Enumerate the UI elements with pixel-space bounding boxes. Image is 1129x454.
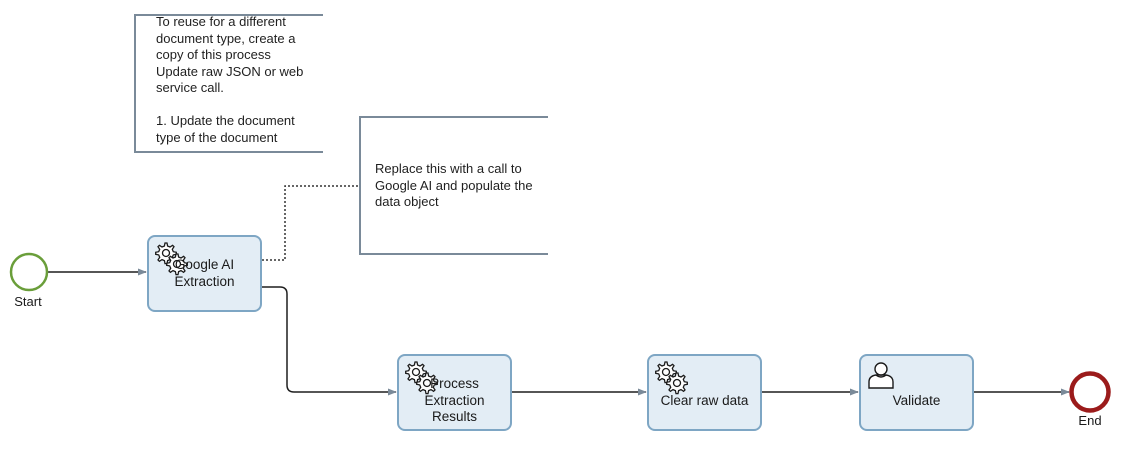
google-ai-extraction-task[interactable]: Google AI Extraction <box>147 235 262 312</box>
process-extraction-results-label: Process Extraction Results <box>424 376 485 424</box>
process-extraction-results-task[interactable]: Process Extraction Results <box>397 354 512 431</box>
service-task-gears-icon <box>653 360 689 399</box>
service-task-gears-icon <box>403 360 439 399</box>
reuse-annotation-bracket[interactable] <box>134 14 323 153</box>
google-ai-extraction-label: Google AI Extraction <box>174 257 235 289</box>
google-ai-annotation-text: Replace this with a call to Google AI an… <box>375 161 533 209</box>
clear-raw-data-label: Clear raw data <box>660 393 749 408</box>
start-event-label: Start <box>14 294 42 309</box>
flow-google-ai-to-process-results[interactable] <box>261 286 397 396</box>
clear-raw-data-task[interactable]: Clear raw data <box>647 354 762 431</box>
end-event-label: End <box>1078 413 1102 428</box>
user-task-person-icon <box>867 360 895 393</box>
annotation-association[interactable] <box>262 185 360 261</box>
end-event[interactable] <box>1069 371 1111 413</box>
validate-task[interactable]: Validate <box>859 354 974 431</box>
start-event[interactable] <box>9 252 49 292</box>
reuse-annotation-text: To reuse for a different document type, … <box>156 14 304 145</box>
google-ai-annotation-bracket[interactable] <box>359 116 548 255</box>
validate-label: Validate <box>892 393 941 408</box>
service-task-gears-icon <box>153 241 189 280</box>
